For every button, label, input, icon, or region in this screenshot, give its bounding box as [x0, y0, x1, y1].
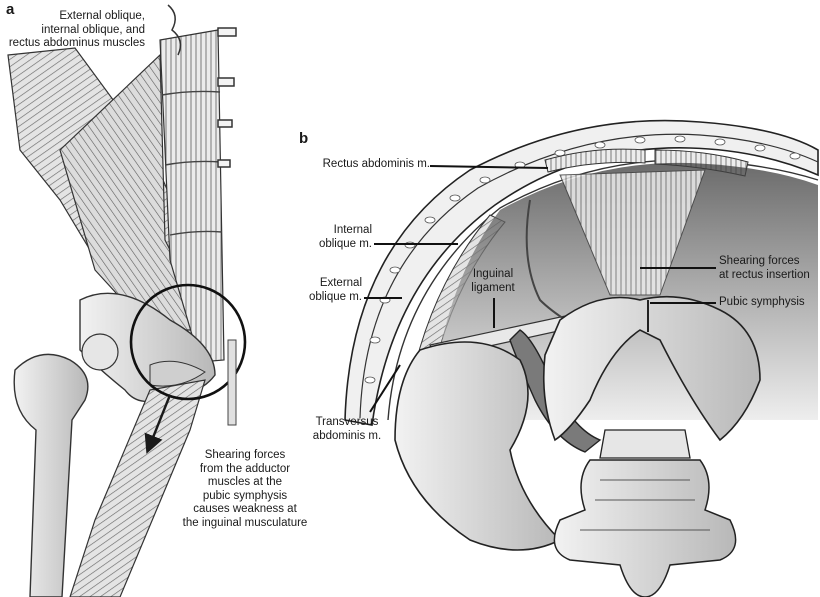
- leader-rectus: [429, 165, 549, 169]
- highlight-circle: [129, 283, 247, 401]
- rib-stubs: [217, 27, 237, 168]
- panel-a-shearing-label: Shearing forces from the adductor muscle…: [182, 449, 308, 529]
- rectus-belly-left: [544, 148, 646, 173]
- internal-oblique-label: Internal oblique m.: [318, 224, 372, 250]
- shearing-force-arrow: [144, 394, 172, 454]
- rectus-insertion-fibers: [559, 169, 706, 296]
- adductor-muscles: [69, 379, 206, 597]
- panel-a-illustration: [7, 4, 247, 597]
- inguinal-attachment: [149, 360, 206, 387]
- sacrum-ridges: [580, 479, 710, 531]
- femur-bone: [13, 353, 89, 597]
- panel-a-letter: a: [6, 1, 15, 18]
- shearing-rectus-label: Shearing forces at rectus insertion: [719, 255, 810, 281]
- external-oblique-label: External oblique m.: [308, 277, 362, 303]
- panel-b-illustration: [344, 119, 819, 597]
- sacrum-top-vertebra: [599, 429, 691, 459]
- pubic-symphysis-label: Pubic symphysis: [719, 296, 805, 308]
- femoral-head: [81, 333, 119, 371]
- transversus-abdominis-label: Transversus abdominis m.: [312, 416, 382, 442]
- pubic-bone-ring: [543, 295, 761, 442]
- panel-b-letter: b: [299, 130, 309, 147]
- costal-cartilage-outline: [167, 4, 182, 56]
- rectus-tendinous-bands: [161, 90, 223, 236]
- panel-a-muscles-label: External oblique, internal oblique, and …: [8, 10, 145, 49]
- inguinal-ligament-label: Inguinal ligament: [471, 268, 515, 294]
- sacrum: [553, 459, 737, 597]
- pubic-edge: [227, 339, 237, 426]
- leader-transversus: [369, 364, 401, 413]
- abdominal-wall-outer: [344, 119, 819, 426]
- rectus-abdominis-label: Rectus abdominis m.: [322, 158, 430, 170]
- leader-lines: [364, 165, 716, 413]
